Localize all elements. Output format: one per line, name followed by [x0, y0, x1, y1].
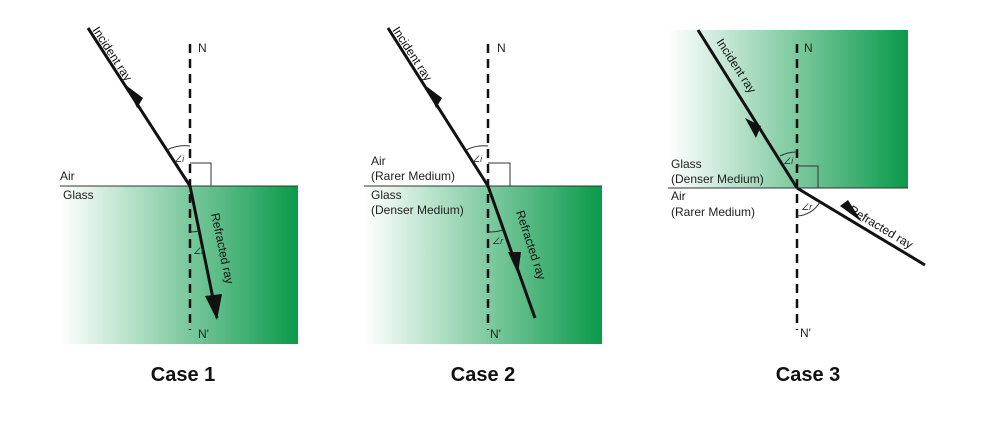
case-2-angle-i-arc	[465, 145, 489, 151]
case-3-upper-medium-label-line2: (Denser Medium)	[671, 172, 764, 186]
case-1-incident-ray	[86, 27, 192, 187]
case-2-incident-ray	[386, 27, 490, 187]
case-2-caption: Case 2	[451, 364, 516, 386]
case-3-angle-i-label: ∠i	[783, 156, 794, 166]
case-1-glass-block	[60, 186, 298, 344]
case-2-panel: N N' ∠i ∠r Air (Rarer Medium) Glass (Den…	[364, 24, 602, 386]
case-3-angle-i-arc	[779, 151, 798, 157]
case-3-normal-bottom-label: N'	[800, 326, 811, 340]
case-2-lower-medium-label-line2: (Denser Medium)	[371, 203, 464, 217]
case-2-angle-r-label: ∠r	[492, 236, 504, 246]
case-3-incident-arrowhead	[745, 118, 761, 138]
case-3-panel: N N' ∠i ∠r Glass (Denser Medium) Air (Ra…	[668, 29, 926, 386]
case-1-caption: Case 1	[151, 364, 216, 386]
case-3-normal-top-label: N	[804, 41, 813, 55]
case-3-caption: Case 3	[776, 364, 841, 386]
case-1-normal-top-label: N	[198, 41, 207, 55]
case-3-lower-medium-label-line2: (Rarer Medium)	[671, 205, 755, 219]
case-2-upper-medium-label-line1: Air	[371, 154, 386, 168]
case-1-lower-medium-label: Glass	[63, 188, 94, 202]
case-1-right-angle-mark	[190, 162, 212, 186]
case-3-glass-block	[668, 30, 908, 188]
case-2-incident-label: Incident ray	[389, 24, 435, 84]
case-3-incident-ray	[696, 29, 799, 189]
case-1-panel: N N' ∠i ∠r Air Glass Incident ray Refrac…	[60, 24, 298, 386]
case-1-refracted-arrowhead	[205, 294, 222, 320]
case-2-lower-medium-label-line1: Glass	[371, 188, 402, 202]
case-3-right-angle-mark	[797, 165, 819, 188]
case-1-angle-i-arc	[166, 145, 191, 151]
case-2-normal-top-label: N	[497, 41, 506, 55]
case-3-refracted-ray	[796, 186, 926, 267]
case-1-normal-bottom-label: N'	[198, 327, 209, 341]
case-1-angle-r-label: ∠r	[193, 246, 205, 256]
case-1-upper-medium-label: Air	[60, 169, 75, 183]
case-2-angle-r-arc	[487, 229, 504, 233]
case-2-glass-block	[364, 186, 602, 344]
case-2-right-angle-mark	[488, 162, 511, 186]
case-3-angle-r-label: ∠r	[801, 202, 813, 212]
case-2-incident-arrowhead	[426, 86, 442, 108]
case-1-incident-label: Incident ray	[89, 24, 135, 84]
case-3-refracted-label: Refracted ray	[846, 203, 915, 252]
case-2-angle-i-label: ∠i	[472, 154, 483, 164]
case-3-upper-medium-label-line1: Glass	[671, 157, 702, 171]
case-1-incident-arrowhead	[127, 86, 143, 108]
case-3-lower-medium-label-line1: Air	[671, 189, 686, 203]
case-2-upper-medium-label-line2: (Rarer Medium)	[371, 169, 455, 183]
case-2-normal-bottom-label: N'	[490, 327, 501, 341]
case-3-refracted-arrowhead	[840, 200, 862, 222]
case-1-angle-r-arc	[189, 230, 200, 233]
case-3-angle-r-arc	[796, 201, 821, 217]
case-2-refracted-arrowhead	[508, 252, 521, 274]
case-1-angle-i-label: ∠i	[174, 154, 185, 164]
